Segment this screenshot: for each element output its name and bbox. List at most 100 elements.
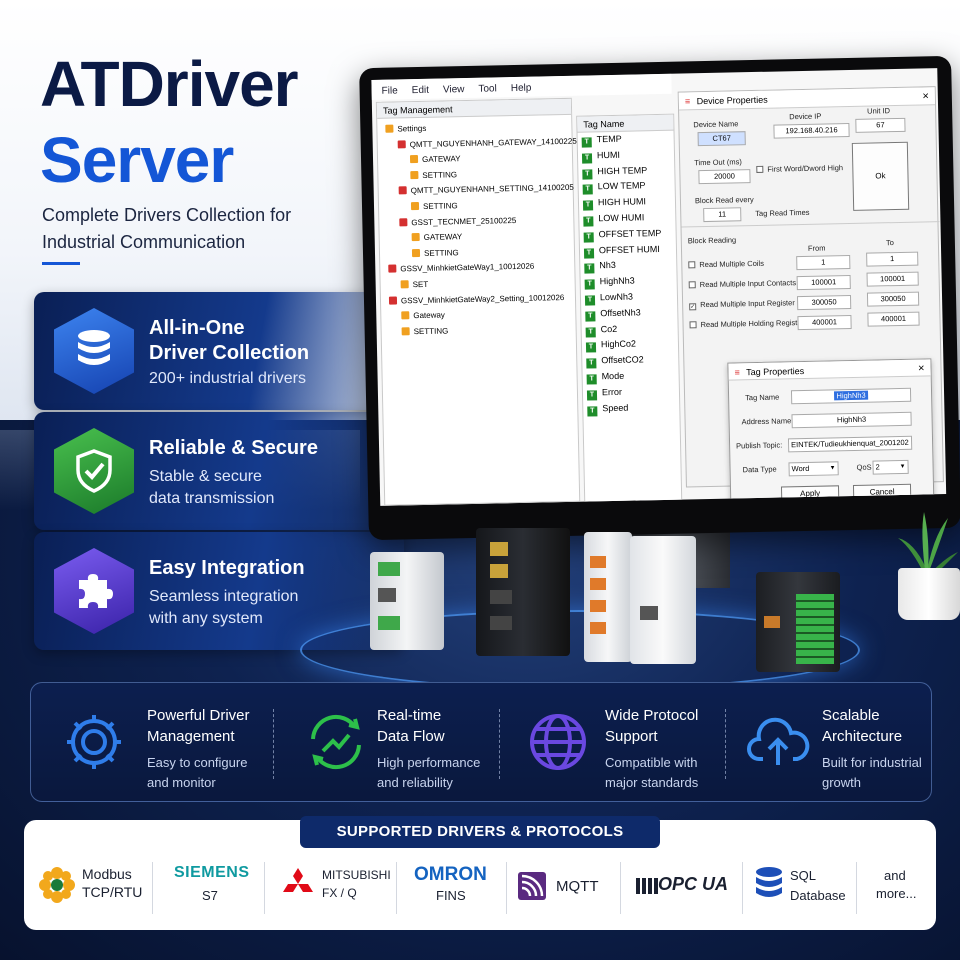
- block-row-from-input[interactable]: 400001: [797, 314, 852, 331]
- block-row-from-input[interactable]: 1: [796, 255, 851, 271]
- tag-name-input[interactable]: HighNh3: [790, 387, 912, 405]
- tree-node[interactable]: SETTING: [410, 201, 458, 211]
- close-icon[interactable]: ×: [922, 90, 929, 103]
- unit-id-label: Unit ID: [867, 106, 891, 116]
- first-word-checkbox[interactable]: First Word/Dword High: [756, 163, 843, 174]
- cancel-button[interactable]: Cancel: [852, 483, 912, 501]
- timeout-input[interactable]: 20000: [698, 169, 751, 185]
- tree-node[interactable]: SETTING: [401, 326, 448, 336]
- device-ip-label: Device IP: [789, 111, 822, 122]
- tag-item-label: Speed: [602, 402, 629, 413]
- menu-help[interactable]: Help: [510, 82, 532, 95]
- menu-bar: File Edit View Tool Help: [371, 73, 672, 100]
- divider: [264, 862, 265, 914]
- block-row-to-input[interactable]: 400001: [867, 311, 920, 327]
- block-row-checkbox[interactable]: Read Multiple Holding Registers: [689, 318, 808, 329]
- qos-select[interactable]: 2▼: [872, 459, 909, 475]
- block-row-checkbox[interactable]: ✓Read Multiple Input Register: [689, 298, 795, 311]
- driver-more: and more...: [864, 860, 928, 916]
- tree-node[interactable]: GATEWAY: [411, 232, 462, 242]
- driver-line2: more...: [876, 886, 917, 901]
- block-row-checkbox[interactable]: Read Multiple Coils: [688, 259, 764, 270]
- divider: [506, 862, 507, 914]
- folder-icon: [397, 139, 406, 149]
- tag-type-icon: T: [586, 374, 597, 385]
- block-row-to-input[interactable]: 1: [866, 251, 919, 267]
- tag-type-icon: T: [584, 295, 596, 306]
- block-row-label: Read Multiple Input Contacts: [699, 278, 797, 290]
- checkbox-box[interactable]: [688, 281, 696, 289]
- tree-node[interactable]: GSSV_MinhkietGateWay2_Setting_10012026: [388, 293, 564, 306]
- tag-type-icon: T: [584, 279, 595, 290]
- ethernet-port: [590, 556, 606, 568]
- tag-icon: ≡: [734, 367, 740, 378]
- block-row-to-input[interactable]: 300050: [866, 291, 920, 307]
- close-icon[interactable]: ×: [917, 362, 925, 375]
- ok-button[interactable]: Ok: [851, 141, 910, 211]
- feature-title-line2: Driver Collection: [149, 342, 310, 364]
- menu-edit[interactable]: Edit: [411, 84, 430, 97]
- device-ip-input[interactable]: 192.168.40.216: [773, 122, 850, 139]
- device-din-module-2: [630, 536, 696, 664]
- ethernet-port: [490, 564, 508, 578]
- tree-node-label: QMTT_NGUYENHANH_SETTING_14100205: [410, 183, 574, 196]
- menu-tool[interactable]: Tool: [478, 83, 497, 95]
- tree-node[interactable]: SETTING: [411, 248, 459, 258]
- tree-node[interactable]: QMTT_NGUYENHANH_SETTING_14100205: [398, 183, 574, 196]
- apply-button[interactable]: Apply: [780, 485, 840, 503]
- tree-node[interactable]: Settings: [385, 124, 426, 134]
- publish-topic-input[interactable]: EINTEK/Tudieukhienquat_2001202: [787, 435, 913, 453]
- data-type-select[interactable]: Word▼: [788, 461, 839, 477]
- tree-node[interactable]: SETTING: [410, 170, 457, 180]
- block-read-input[interactable]: 11: [703, 207, 742, 223]
- driver-line1: MQTT: [556, 878, 599, 895]
- driver-line1: OPC UA: [658, 874, 729, 894]
- tree-node[interactable]: Gateway: [401, 311, 445, 321]
- globe-icon: [530, 714, 586, 770]
- block-reading-label: Block Reading: [687, 235, 737, 246]
- monitor: File Edit View Tool Help Tag Management …: [359, 55, 960, 541]
- benefit-title-line2: Data Flow: [377, 728, 445, 745]
- block-row-from-input[interactable]: 100001: [796, 275, 851, 291]
- tag-type-icon: T: [586, 390, 598, 401]
- benefit-subtitle-line2: and monitor: [147, 775, 216, 790]
- puzzle-icon: [54, 548, 134, 634]
- device-name-input[interactable]: CT67: [697, 131, 746, 147]
- checkbox-box[interactable]: [688, 261, 696, 269]
- qos-value: 2: [875, 462, 880, 472]
- menu-file[interactable]: File: [381, 85, 398, 97]
- driver-mitsubishi: MITSUBISHI FX / Q: [272, 860, 392, 916]
- checkbox-box[interactable]: ✓: [689, 303, 697, 311]
- address-name-input[interactable]: HighNh3: [791, 411, 912, 429]
- address-name-label: Address Name: [741, 416, 792, 427]
- feature-subtitle-line1: 200+ industrial drivers: [149, 370, 306, 387]
- tag-item-label: LowNh3: [599, 291, 634, 303]
- block-row-from-input[interactable]: 300050: [796, 294, 852, 311]
- tag-item-label: Mode: [601, 370, 625, 382]
- cloud-upload-icon: [747, 717, 810, 765]
- mitsubishi-icon: [283, 868, 313, 892]
- tree-node[interactable]: GATEWAY: [409, 154, 461, 164]
- app-screen: File Edit View Tool Help Tag Management …: [371, 68, 947, 506]
- tag-item-label: OffsetCO2: [601, 354, 644, 366]
- benefit-title-line1: Scalable: [822, 707, 880, 724]
- tree-node[interactable]: SET: [400, 280, 428, 290]
- hero-subtitle-line2: Industrial Communication: [42, 232, 246, 252]
- unit-id-input[interactable]: 67: [855, 117, 906, 133]
- device-properties-titlebar: ≡ Device Properties ×: [678, 87, 936, 111]
- tree-node[interactable]: QMTT_NGUYENHANH_GATEWAY_14100225: [397, 136, 577, 149]
- device-plc-io: [756, 572, 840, 672]
- tree-node[interactable]: GSSV_MinhkietGateWay1_10012026: [388, 262, 534, 274]
- block-row-checkbox[interactable]: Read Multiple Input Contacts: [688, 278, 797, 290]
- divider: [742, 862, 743, 914]
- checkbox-box[interactable]: [689, 321, 697, 329]
- feature-card-all-in-one: All-in-One Driver Collection 200+ indust…: [34, 292, 404, 410]
- tree-node[interactable]: GSST_TECNMET_25100225: [399, 216, 516, 227]
- checkbox-box[interactable]: [756, 165, 764, 173]
- menu-view[interactable]: View: [442, 84, 465, 96]
- block-row-to-input[interactable]: 100001: [866, 271, 919, 287]
